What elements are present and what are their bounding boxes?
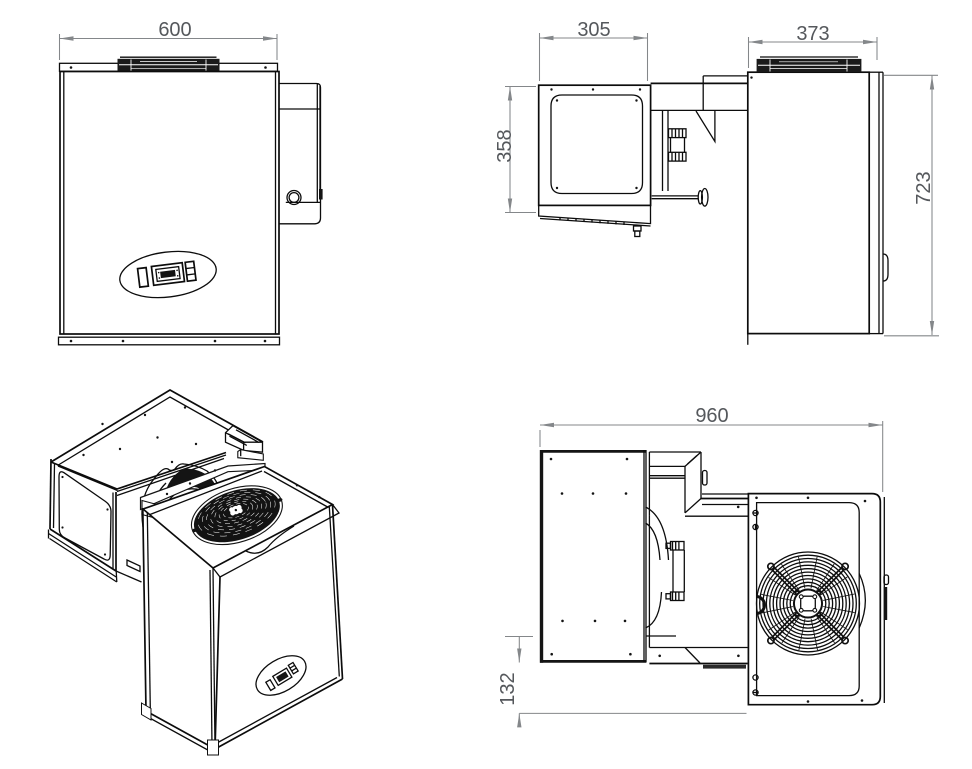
svg-text:358: 358	[494, 129, 516, 162]
svg-text:132: 132	[497, 672, 519, 705]
svg-text:960: 960	[695, 405, 728, 427]
svg-text:305: 305	[577, 19, 610, 41]
svg-text:373: 373	[796, 23, 829, 45]
svg-text:600: 600	[158, 19, 191, 41]
svg-text:723: 723	[913, 171, 935, 204]
